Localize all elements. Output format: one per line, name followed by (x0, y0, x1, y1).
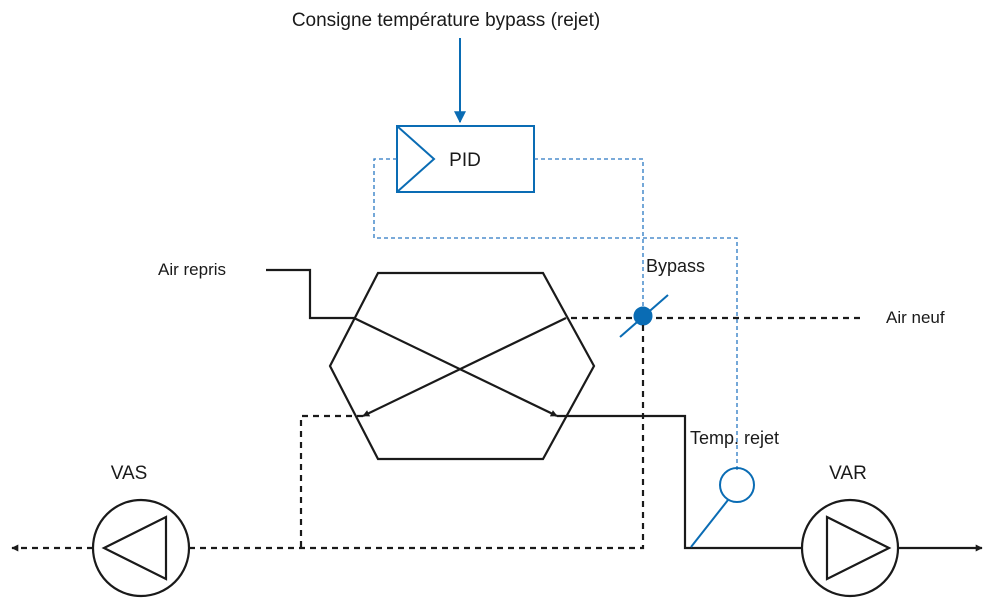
vas-label: VAS (111, 463, 148, 484)
bypass-duct (184, 325, 645, 550)
pid-controller: PID (396, 125, 535, 193)
pid-triangle (396, 125, 436, 193)
var-fan-triangle (825, 515, 892, 581)
sensor-stem (690, 499, 729, 548)
var-label: VAR (829, 463, 867, 484)
temperature-sensor-icon (719, 467, 755, 503)
exhaust-duct (557, 414, 803, 550)
temp-rejet-sensor: Temp. rejet (690, 428, 779, 548)
air-neuf-label: Air neuf (886, 308, 945, 327)
temp-rejet-label: Temp. rejet (690, 428, 779, 448)
pid-label: PID (449, 150, 481, 171)
var-fan: VAR (800, 463, 900, 598)
vas-fan-triangle (101, 515, 168, 581)
bypass-label: Bypass (646, 256, 705, 276)
supply-duct-left (299, 414, 363, 548)
bypass-damper-icon (633, 306, 653, 326)
exchanger-cross-b (362, 317, 567, 417)
heat-exchanger-icon (328, 271, 596, 461)
air-repris-label: Air repris (158, 260, 226, 279)
exchanger-cross-a (353, 317, 558, 417)
vas-fan: VAS (91, 463, 191, 598)
fan-icon (91, 498, 191, 598)
setpoint-label: Consigne température bypass (rejet) (292, 10, 600, 31)
heat-exchanger (328, 271, 596, 461)
control-line-input (373, 158, 738, 470)
var-fan-icon (800, 498, 900, 598)
bypass-damper: Bypass (619, 256, 705, 338)
control-line-output (534, 158, 644, 318)
air-repris-duct (266, 268, 354, 320)
